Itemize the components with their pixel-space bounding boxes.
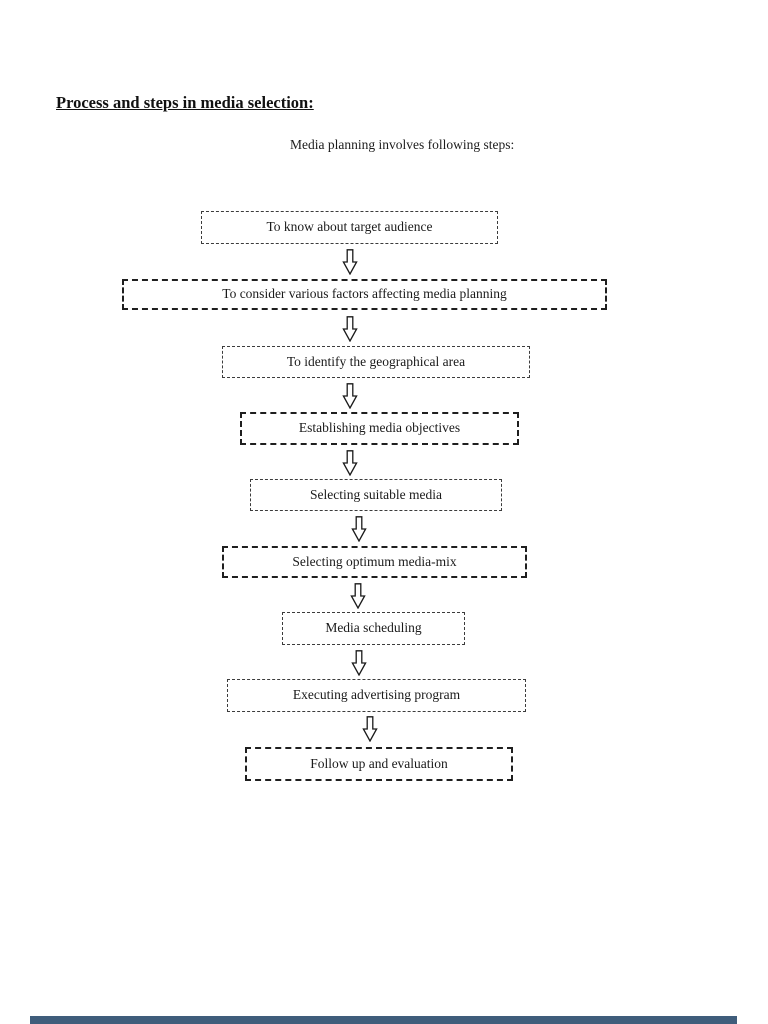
hollow-down-arrow-icon: [342, 383, 358, 409]
flow-step-label: Follow up and evaluation: [310, 755, 448, 771]
flow-step-media-objectives: Establishing media objectives: [240, 412, 519, 445]
hollow-down-arrow-icon: [362, 716, 378, 742]
flow-step-label: Selecting optimum media-mix: [292, 553, 457, 569]
flow-step-label: Executing advertising program: [292, 687, 461, 703]
hollow-down-arrow-icon: [342, 249, 358, 275]
page-title: Process and steps in media selection:: [56, 93, 314, 112]
page-subtitle: Media planning involves following steps:: [290, 137, 515, 152]
hollow-down-arrow-icon: [351, 650, 367, 676]
flow-step-label: To identify the geographical area: [286, 353, 466, 369]
flow-step-label: Establishing media objectives: [298, 420, 461, 436]
hollow-down-arrow-icon: [342, 316, 358, 342]
flow-step-label: Media scheduling: [325, 620, 422, 636]
hollow-down-arrow-icon: [350, 583, 366, 609]
flow-step-label: Selecting suitable media: [310, 486, 442, 502]
flow-step-label: To consider various factors affecting me…: [222, 286, 507, 302]
flow-step-label: To know about target audience: [266, 219, 433, 235]
flow-step-geographical-area: To identify the geographical area: [222, 346, 530, 378]
flow-step-executing-program: Executing advertising program: [227, 679, 526, 712]
flow-step-media-scheduling: Media scheduling: [282, 612, 465, 645]
hollow-down-arrow-icon: [351, 516, 367, 542]
flow-step-factors-affecting: To consider various factors affecting me…: [122, 279, 607, 310]
flow-step-suitable-media: Selecting suitable media: [250, 479, 502, 511]
hollow-down-arrow-icon: [342, 450, 358, 476]
flow-step-follow-up: Follow up and evaluation: [245, 747, 513, 781]
document-progress-bar[interactable]: [30, 1016, 737, 1024]
flow-step-media-mix: Selecting optimum media-mix: [222, 546, 527, 578]
flow-step-target-audience: To know about target audience: [201, 211, 498, 244]
